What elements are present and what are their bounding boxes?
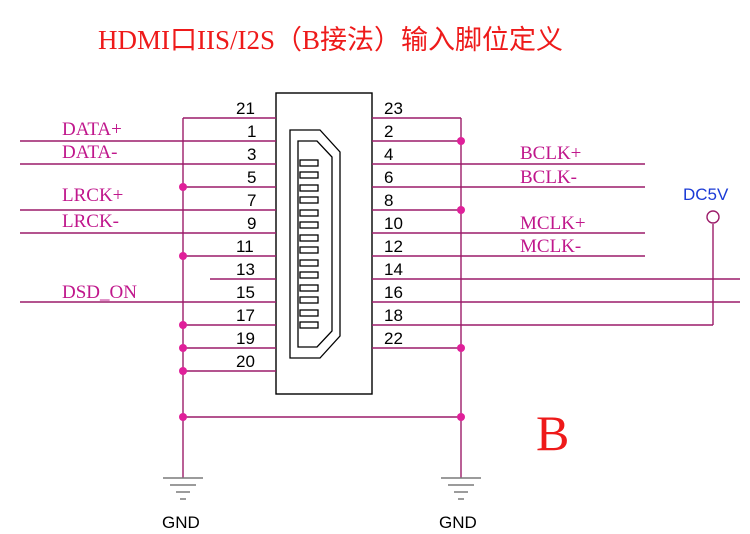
variant-label: B <box>536 405 569 461</box>
signal-label-mclk-plus: MCLK+ <box>520 213 586 234</box>
pin-number: 1 <box>247 122 256 141</box>
junction-dots <box>179 137 465 421</box>
pin-number: 15 <box>236 283 255 302</box>
pin-number: 23 <box>384 99 403 118</box>
power-terminal-icon <box>706 210 720 224</box>
pin-number: 9 <box>247 214 256 233</box>
hdmi-connector-frame <box>275 92 373 395</box>
ground-label-right: GND <box>439 513 477 532</box>
signal-label-bclk-minus: BCLK- <box>520 167 577 188</box>
pin-number: 16 <box>384 283 403 302</box>
signal-label-lrck-plus: LRCK+ <box>62 185 123 206</box>
signal-label-lrck-minus: LRCK- <box>62 211 119 232</box>
pin-number: 11 <box>236 237 254 256</box>
pin-number: 17 <box>236 306 255 325</box>
pin-number: 14 <box>384 260 403 279</box>
ground-label-left: GND <box>162 513 200 532</box>
signal-label-data-minus: DATA- <box>62 142 117 163</box>
pin-number: 19 <box>236 329 255 348</box>
hdmi-connector-inner-outline <box>297 140 333 348</box>
pin-number: 8 <box>384 191 393 210</box>
pin-number: 7 <box>247 191 256 210</box>
hdmi-connector-outline <box>289 129 341 359</box>
hdmi-connector-contacts <box>299 159 319 329</box>
pin-number: 5 <box>247 168 256 187</box>
right-pin-numbers: 23 2 4 6 8 10 12 14 16 18 22 <box>384 99 403 348</box>
pin-number: 12 <box>384 237 403 256</box>
left-pin-numbers: 21 1 3 5 7 9 11 13 15 17 19 20 <box>236 99 256 371</box>
pin-number: 4 <box>384 145 393 164</box>
signal-label-dsd-on: DSD_ON <box>62 282 137 303</box>
signal-label-data-plus: DATA+ <box>62 119 122 140</box>
pin-number: 6 <box>384 168 393 187</box>
ground-symbol-right-icon <box>441 477 481 500</box>
pin-number: 20 <box>236 352 255 371</box>
signal-label-bclk-plus: BCLK+ <box>520 143 581 164</box>
ground-symbol-left-icon <box>163 477 203 500</box>
pin-number: 10 <box>384 214 403 233</box>
diagram-title: HDMI口IIS/I2S（B接法）输入脚位定义 <box>98 25 563 55</box>
pin-number: 22 <box>384 329 403 348</box>
right-signal-labels: BCLK+ BCLK- MCLK+ MCLK- <box>520 143 586 257</box>
left-signal-labels: DATA+ DATA- LRCK+ LRCK- DSD_ON <box>62 119 137 303</box>
pin-number: 2 <box>384 122 393 141</box>
pin-number: 21 <box>236 99 255 118</box>
signal-label-mclk-minus: MCLK- <box>520 236 581 257</box>
pin-number: 18 <box>384 306 403 325</box>
power-label: DC5V <box>683 185 729 204</box>
pin-number: 13 <box>236 260 255 279</box>
pin-number: 3 <box>247 145 256 164</box>
wires <box>20 117 740 478</box>
